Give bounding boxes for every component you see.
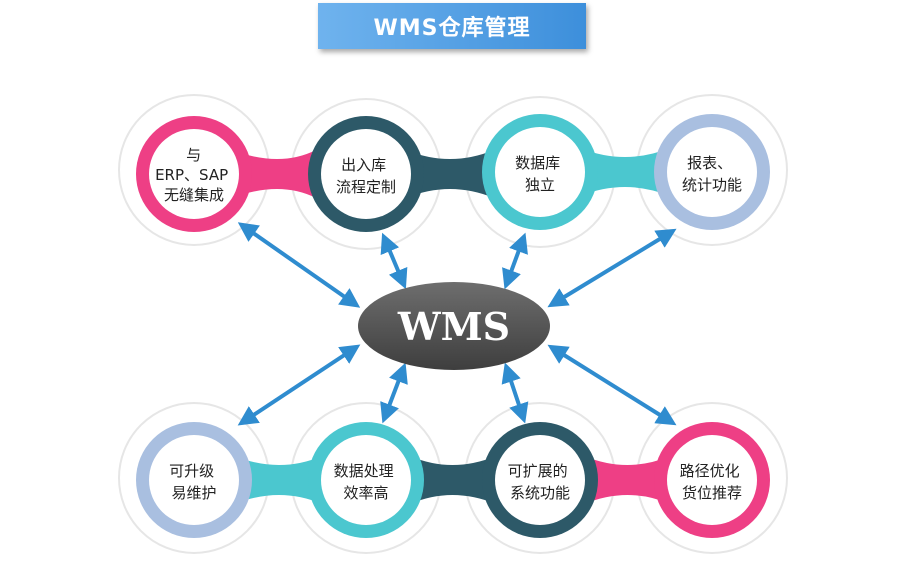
arrow-to-bot-1 bbox=[237, 344, 361, 426]
node-top-2-line-1: 出入库 bbox=[341, 156, 386, 174]
top-bridges bbox=[232, 148, 670, 198]
arrow-to-top-4 bbox=[547, 228, 677, 308]
node-top-1-line-3: 无缝集成 bbox=[164, 186, 224, 204]
node-top-4-line-2: 统计功能 bbox=[682, 176, 742, 194]
center-ellipse bbox=[358, 282, 550, 370]
node-bot-4-label: 路径优化 货位推荐 bbox=[680, 462, 745, 502]
arrow-to-top-1 bbox=[237, 222, 361, 308]
node-top-3-line-1: 数据库 bbox=[515, 154, 560, 172]
node-bot-3-line-2: 系统功能 bbox=[510, 484, 570, 502]
node-bot-4-line-1: 路径优化 bbox=[680, 462, 740, 480]
arrow-to-top-2 bbox=[380, 232, 408, 290]
center-label: WMS bbox=[397, 304, 510, 349]
node-top-4-face bbox=[667, 127, 757, 217]
arrow-to-bot-4 bbox=[547, 344, 677, 426]
node-bot-2-label: 数据处理 效率高 bbox=[334, 462, 399, 502]
node-top-1-label: 与 ERP、SAP 无缝集成 bbox=[155, 146, 233, 204]
node-top-1-face bbox=[149, 129, 239, 219]
bridge-bot-1-2 bbox=[234, 456, 322, 504]
node-bot-2-line-2: 效率高 bbox=[343, 484, 388, 502]
node-top-3-line-2: 独立 bbox=[525, 176, 555, 194]
node-bot-1-label: 可升级 易维护 bbox=[169, 462, 219, 502]
node-top-2-face bbox=[321, 129, 411, 219]
bridge-bot-2-3 bbox=[410, 456, 496, 504]
node-bot-2-line-1: 数据处理 bbox=[334, 462, 394, 480]
node-top-4-line-1: 报表、 bbox=[687, 154, 732, 172]
title-banner: WMS仓库管理 bbox=[318, 3, 586, 49]
arrow-layer bbox=[237, 222, 677, 426]
node-bot-3-face bbox=[495, 435, 585, 525]
node-top-3-label: 数据库 独立 bbox=[515, 154, 565, 194]
bottom-circles bbox=[136, 422, 770, 538]
node-bot-3-label: 可扩展的 系统功能 bbox=[508, 462, 573, 502]
node-top-4-label: 报表、 统计功能 bbox=[682, 154, 742, 194]
bottom-bridges bbox=[234, 456, 670, 504]
page-title: WMS仓库管理 bbox=[373, 16, 531, 41]
bridge-top-2-3 bbox=[406, 150, 494, 198]
node-bot-4-line-2: 货位推荐 bbox=[682, 484, 742, 502]
node-top-1-line-1: 与 bbox=[186, 146, 201, 164]
node-bot-1-line-2: 易维护 bbox=[171, 484, 216, 502]
node-bot-2-face bbox=[321, 435, 411, 525]
node-bot-3-line-1: 可扩展的 bbox=[508, 462, 568, 480]
labels-layer: 与 ERP、SAP 无缝集成 出入库 流程定制 数据库 独立 报表、 统计功能 … bbox=[155, 146, 745, 502]
node-top-2-label: 出入库 流程定制 bbox=[336, 156, 396, 196]
top-circles bbox=[136, 114, 770, 232]
arrow-to-top-3 bbox=[502, 232, 528, 290]
bridge-top-3-4 bbox=[580, 148, 670, 196]
arrow-to-bot-2 bbox=[380, 362, 408, 424]
node-top-2-line-2: 流程定制 bbox=[336, 178, 396, 196]
node-top-3-face bbox=[495, 127, 585, 217]
node-bot-1-line-1: 可升级 bbox=[169, 462, 214, 480]
center-node: WMS bbox=[358, 282, 550, 370]
bridge-bot-3-4 bbox=[584, 456, 670, 504]
node-top-1-line-2: ERP、SAP bbox=[155, 166, 228, 184]
node-bot-4-face bbox=[667, 435, 757, 525]
node-bot-1-face bbox=[149, 435, 239, 525]
arrow-to-bot-3 bbox=[501, 362, 529, 424]
bridge-top-1-2 bbox=[232, 150, 316, 198]
